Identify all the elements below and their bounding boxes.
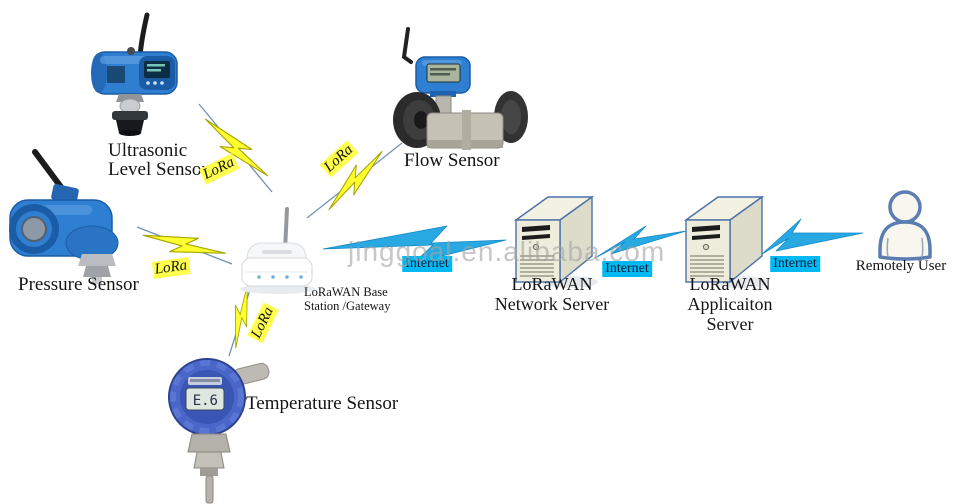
lora-bolt-icon-flow <box>328 150 383 211</box>
pressure-sensor-label: Pressure Sensor <box>18 274 139 295</box>
lora-bolt-icon-ultrasonic <box>205 118 269 177</box>
pressure-antenna <box>32 149 67 194</box>
ultrasonic-level-sensor-device <box>91 12 178 136</box>
internet-tag-as-user: Internet <box>770 256 820 272</box>
remote-user-icon <box>878 190 932 261</box>
remote-user-label: Remotely User <box>855 258 947 274</box>
internet-bolt-icons <box>322 218 864 264</box>
internet-bolt-icon-gw-ns <box>322 225 507 264</box>
internet-tag-gw-ns: Internet <box>402 256 452 272</box>
temperature-sensor-label: Temperature Sensor <box>246 393 399 414</box>
flow-sensor-device <box>393 27 528 150</box>
temperature-sensor-device: E.6 <box>168 358 270 504</box>
application-server-label: LoRaWAN Applicaiton Server <box>687 274 773 334</box>
pressure-sensor-device <box>9 149 119 284</box>
temperature-display <box>185 387 225 411</box>
internet-tag-ns-as: Internet <box>602 261 652 277</box>
ultrasonic-antenna <box>137 12 150 60</box>
ultrasonic-sensor-label: Ultrasonic Level Sensor <box>108 140 208 180</box>
flow-antenna <box>401 27 413 64</box>
internet-bolt-icon-ns-as <box>594 225 687 259</box>
lora-bolt-icon-temperature <box>234 283 248 349</box>
lora-bolt-icon-pressure <box>142 234 226 254</box>
network-server-label: LoRaWAN Network Server <box>494 274 610 314</box>
lora-bolt-icons <box>142 118 383 349</box>
flow-sensor-label: Flow Sensor <box>404 150 500 171</box>
gateway-label: LoRaWAN Base Station /Gateway <box>304 285 391 313</box>
temperature-display-value: E.6 <box>193 393 218 409</box>
internet-bolt-icon-as-user <box>761 218 864 255</box>
temperature-probe <box>205 475 214 504</box>
gateway-device <box>240 207 316 294</box>
